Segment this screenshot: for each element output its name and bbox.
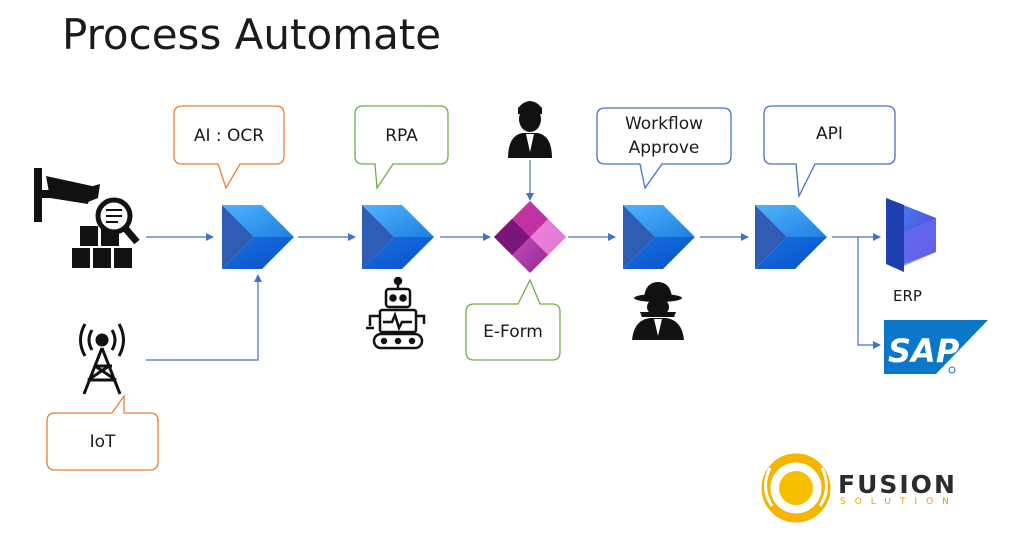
callout-eform [465, 278, 561, 361]
callout-label-iot: IoT [89, 432, 116, 452]
fusion-logo-tagline: SOLUTION [840, 497, 958, 507]
power-automate-icon [623, 205, 695, 269]
connector-iot-to-ocr [146, 274, 262, 361]
power-automate-icon [755, 205, 827, 269]
cctv-camera-icon [34, 168, 100, 222]
callout-api [763, 105, 896, 199]
page-title: Process Automate [62, 10, 442, 59]
callout-rpa [354, 105, 449, 190]
dynamics-365-icon [886, 198, 936, 272]
power-automate-icon [362, 205, 434, 269]
callout-label-workflow-line1: Workflow [624, 114, 704, 134]
callout-label-rpa: RPA [385, 126, 418, 146]
callout-label-workflow-line2: Approve [628, 138, 700, 158]
inspection-icon [72, 197, 140, 268]
connectors [146, 160, 881, 361]
sap-logo-text: SAP [888, 332, 960, 370]
businessman-icon [508, 101, 552, 158]
power-automate-icon [222, 205, 294, 269]
fusion-logo-name: FUSION [838, 470, 957, 499]
power-apps-icon [494, 201, 566, 273]
erp-label: ERP [893, 287, 922, 305]
sap-logo-icon: SAP [884, 320, 988, 374]
callout-label-workflow: Workflow Approve [597, 112, 731, 160]
connector-api-to-sap [857, 237, 881, 349]
fusion-logo-icon [761, 453, 831, 523]
robot-icon [366, 276, 426, 350]
radio-tower-icon [79, 323, 125, 395]
callout-label-ai-ocr: AI : OCR [193, 126, 265, 146]
spy-icon [632, 282, 684, 340]
callout-ai-ocr [173, 105, 285, 190]
callout-label-api: API [816, 124, 843, 144]
callout-iot [46, 393, 159, 471]
callout-label-eform: E-Form [483, 322, 543, 342]
callout-workflow [596, 107, 732, 190]
